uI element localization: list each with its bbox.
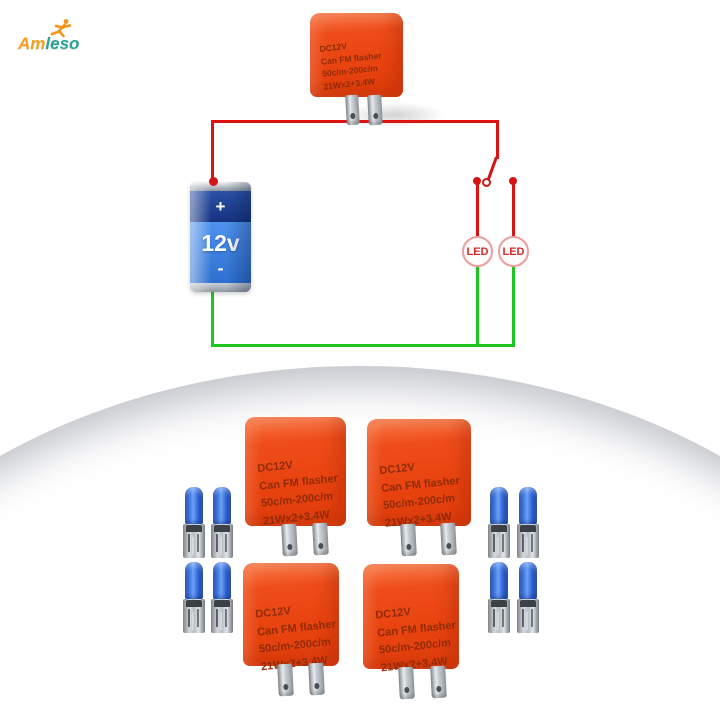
battery-top-cap xyxy=(190,182,251,191)
wire-negative-bottom xyxy=(211,344,515,347)
switch-contact-right xyxy=(509,177,517,185)
terminal-spade xyxy=(488,524,510,558)
battery-voltage-label: 12v xyxy=(201,229,240,256)
wire-positive-right xyxy=(496,120,499,159)
brand-logo: Amleso xyxy=(16,18,96,58)
battery-body: 12v - xyxy=(190,222,251,283)
switch-contact-left xyxy=(473,177,481,185)
relay-label: DC12V Can FM flasher 50c/m-200c/m 21Wx2+… xyxy=(362,414,477,534)
wire-positive-left xyxy=(211,120,214,183)
wire-negative-led-1 xyxy=(476,266,479,347)
terminal-sleeve xyxy=(490,562,508,600)
terminal-connector xyxy=(488,487,510,558)
relay-prong xyxy=(430,665,447,699)
terminal-connector xyxy=(517,487,539,558)
terminal-connector xyxy=(183,562,205,633)
flasher-relay-product-2: DC12V Can FM flasher 50c/m-200c/m 21Wx2+… xyxy=(367,419,471,557)
battery-positive-terminal xyxy=(209,177,218,186)
relay-prong xyxy=(400,523,417,557)
terminal-sleeve xyxy=(185,487,203,525)
terminal-spade xyxy=(211,599,233,633)
led-symbol-1: LED xyxy=(462,236,493,267)
terminal-sleeve xyxy=(519,487,537,525)
terminal-connector xyxy=(211,487,233,558)
terminal-spade xyxy=(517,599,539,633)
flasher-relay-diagram: DC12V Can FM flasher 50c/m-200c/m 21Wx2+… xyxy=(310,13,403,126)
led-label: LED xyxy=(466,245,489,258)
flasher-relay-product-3: DC12V Can FM flasher 50c/m-200c/m 21Wx2+… xyxy=(243,563,339,697)
relay-prong xyxy=(312,522,329,556)
led-symbol-2: LED xyxy=(498,236,529,267)
terminal-connector xyxy=(183,487,205,558)
terminal-spade xyxy=(183,599,205,633)
wire-to-led-1 xyxy=(476,181,479,236)
background-curve xyxy=(0,366,720,720)
terminal-connector xyxy=(211,562,233,633)
battery-minus-sign: - xyxy=(217,257,224,278)
brand-name-part1: Am xyxy=(18,34,46,53)
relay-prong xyxy=(398,666,415,700)
flasher-relay-product-1: DC12V Can FM flasher 50c/m-200c/m 21Wx2+… xyxy=(245,417,346,557)
relay-prong xyxy=(440,522,457,556)
wire-negative-led-2 xyxy=(512,266,515,347)
battery-plus-sign: + xyxy=(215,196,226,216)
runner-icon xyxy=(50,19,72,38)
battery-12v: + 12v - xyxy=(190,182,251,292)
terminal-connector xyxy=(488,562,510,633)
terminal-spade xyxy=(517,524,539,558)
brand-name: Amleso xyxy=(18,34,79,54)
switch-open-contact xyxy=(482,178,491,187)
relay-prong xyxy=(308,662,325,696)
terminal-connector xyxy=(517,562,539,633)
battery-positive-section: + xyxy=(190,191,251,222)
relay-prong xyxy=(277,663,294,697)
terminal-spade xyxy=(211,524,233,558)
flasher-relay-product-4: DC12V Can FM flasher 50c/m-200c/m 21Wx2+… xyxy=(363,564,459,700)
terminal-spade xyxy=(488,599,510,633)
terminal-sleeve xyxy=(213,487,231,525)
relay-label: DC12V Can FM flasher 50c/m-200c/m 21Wx2+… xyxy=(240,412,352,532)
relay-prong xyxy=(367,94,383,126)
terminal-spade xyxy=(183,524,205,558)
relay-shadow xyxy=(345,102,445,128)
brand-name-part2: leso xyxy=(45,34,80,53)
wire-to-led-2 xyxy=(512,181,515,236)
relay-label: DC12V Can FM flasher 50c/m-200c/m 21Wx2+… xyxy=(306,8,406,93)
relay-label: DC12V Can FM flasher 50c/m-200c/m 21Wx2+… xyxy=(238,558,345,677)
relay-prong xyxy=(281,523,298,557)
relay-prong xyxy=(345,94,360,126)
battery-bottom-cap xyxy=(190,283,251,292)
led-label: LED xyxy=(502,245,525,258)
terminal-sleeve xyxy=(490,487,508,525)
terminal-sleeve xyxy=(185,562,203,600)
wire-negative-battery xyxy=(211,290,214,346)
relay-label: DC12V Can FM flasher 50c/m-200c/m 21Wx2+… xyxy=(358,559,465,678)
terminal-sleeve xyxy=(519,562,537,600)
terminal-sleeve xyxy=(213,562,231,600)
